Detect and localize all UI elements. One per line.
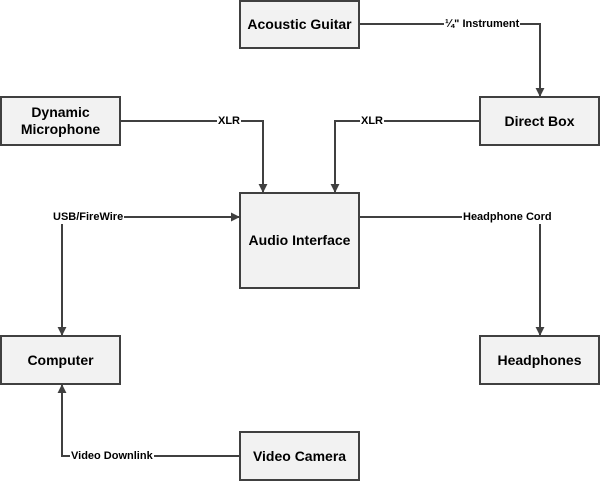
edge-label-headphone-cord: Headphone Cord xyxy=(462,211,553,224)
connector-interface-to-headphones xyxy=(359,216,545,336)
connector-camera-to-computer xyxy=(57,384,239,457)
node-audio-interface[interactable]: Audio Interface xyxy=(239,192,360,289)
node-acoustic-guitar[interactable]: Acoustic Guitar xyxy=(239,0,360,49)
edge-label-xlr-mic: XLR xyxy=(217,115,241,128)
node-dynamic-microphone[interactable]: Dynamic Microphone xyxy=(0,96,121,146)
edge-label-instrument: ¼" Instrument xyxy=(444,18,521,31)
connector-mic-to-interface xyxy=(121,120,268,193)
edge-label-video-downlink: Video Downlink xyxy=(70,450,154,463)
edge-label-usb-firewire: USB/FireWire xyxy=(52,211,125,224)
node-computer[interactable]: Computer xyxy=(0,335,121,385)
connector-guitar-to-direct-box xyxy=(359,23,545,97)
node-video-camera[interactable]: Video Camera xyxy=(239,431,360,481)
edge-label-xlr-direct-box: XLR xyxy=(360,115,384,128)
node-direct-box[interactable]: Direct Box xyxy=(479,96,600,146)
connector-direct-box-to-interface xyxy=(330,120,479,193)
node-headphones[interactable]: Headphones xyxy=(479,335,600,385)
